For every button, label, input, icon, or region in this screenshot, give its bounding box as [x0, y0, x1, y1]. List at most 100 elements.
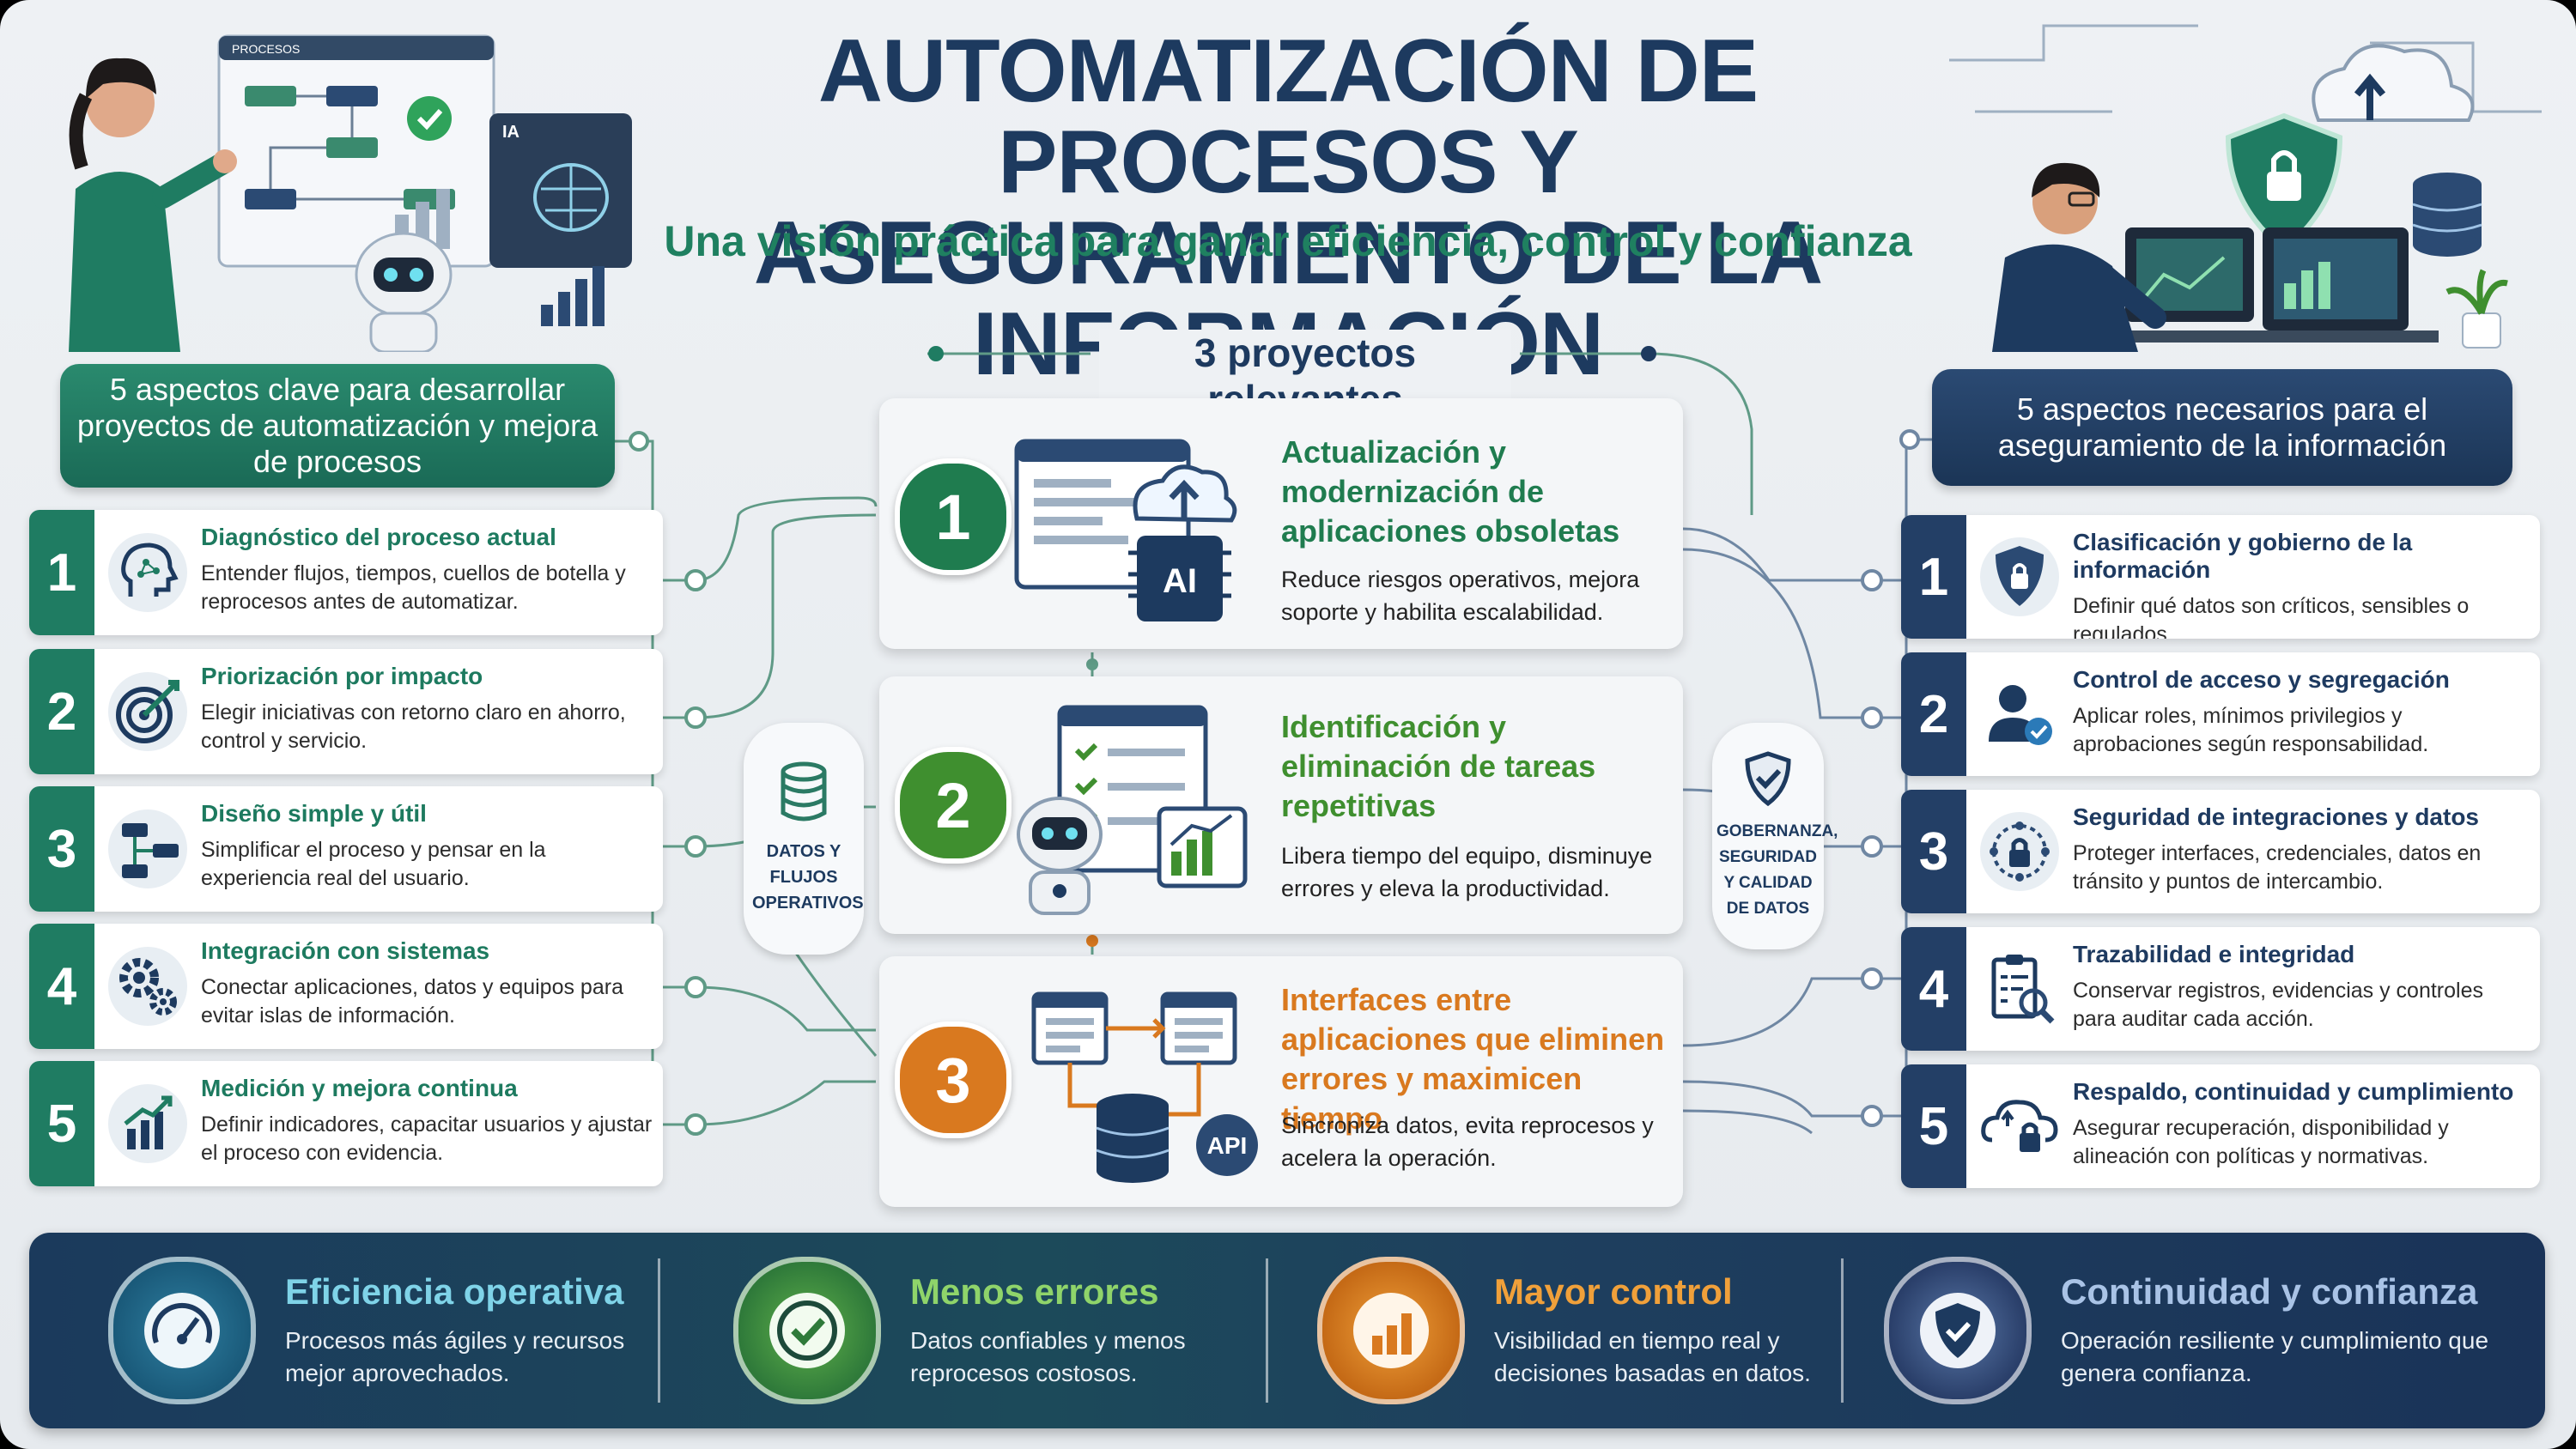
benefit-description: Procesos más ágiles y recursos mejor apr…	[285, 1327, 625, 1386]
item-title: Control de acceso y segregación	[2073, 666, 2450, 693]
bar-chart-icon	[1317, 1257, 1465, 1404]
item-title: Priorización por impacto	[201, 663, 483, 689]
bar-chart-icon	[94, 1061, 201, 1186]
database-icon	[781, 761, 827, 822]
item-description: Entender flujos, tiempos, cuellos de bot…	[201, 561, 626, 614]
ai-chip-label: AI	[1163, 562, 1197, 600]
item-title: Respaldo, continuidad y cumplimiento	[2073, 1078, 2514, 1105]
project-card-1: 1 AI Actualización y modernización de ap…	[879, 398, 1683, 649]
item-title: Medición y mejora continua	[201, 1075, 518, 1101]
head-network-icon	[94, 510, 201, 635]
clipboard-search-icon	[1966, 927, 2073, 1051]
data-flows-pill: DATOS Y FLUJOS OPERATIVOS	[744, 723, 864, 955]
list-item: 4 Integración con sistemas Conectar apli…	[29, 924, 663, 1049]
project-card-2: 2 Identificación y eliminación de tareas…	[879, 676, 1683, 934]
list-item: 3 Diseño simple y útil Simplificar el pr…	[29, 786, 663, 912]
project-description: Reduce riesgos operativos, mejora soport…	[1281, 567, 1640, 625]
list-item: 5 Respaldo, continuidad y cumplimiento A…	[1901, 1064, 2540, 1188]
robot-checklist-icon	[1017, 705, 1248, 915]
benefit-description: Datos confiables y menos reprocesos cost…	[910, 1327, 1186, 1386]
benefit-efficiency: Eficiencia operativa Procesos más ágiles…	[108, 1233, 649, 1428]
project-title: Actualización y modernización de aplicac…	[1281, 434, 1620, 549]
pill-label: GOBERNANZA, SEGURIDAD Y CALIDAD DE DATOS	[1716, 822, 1838, 918]
process-presenter-illustration: PROCESOS IA	[69, 34, 632, 352]
target-icon	[94, 649, 201, 774]
list-item: 2 Priorización por impacto Elegir inicia…	[29, 649, 663, 774]
flowchart-icon	[94, 786, 201, 912]
title-line-1: AUTOMATIZACIÓN DE PROCESOS Y	[817, 21, 1759, 212]
left-section-header: 5 aspectos clave para desarrollar proyec…	[60, 364, 615, 488]
speedometer-icon	[108, 1257, 256, 1404]
item-title: Diagnóstico del proceso actual	[201, 524, 556, 550]
footer-divider	[658, 1258, 660, 1403]
project-title: Interfaces entre aplicaciones que elimin…	[1281, 982, 1665, 1136]
item-number: 1	[29, 510, 94, 635]
app-upgrade-icon: AI	[1014, 439, 1237, 621]
ia-label: IA	[502, 123, 519, 142]
list-item: 3 Seguridad de integraciones y datos Pro…	[1901, 790, 2540, 913]
check-circle-icon	[733, 1257, 881, 1404]
project-number: 2	[895, 747, 1012, 864]
item-number: 3	[29, 786, 94, 912]
item-description: Simplificar el proceso y pensar en la ex…	[201, 838, 546, 890]
item-title: Integración con sistemas	[201, 937, 490, 964]
shield-check-icon	[1745, 751, 1791, 807]
security-analyst-illustration	[1949, 24, 2542, 352]
project-card-3: 3 API Interfaces entre aplicaciones que …	[879, 956, 1683, 1207]
item-title: Trazabilidad e integridad	[2073, 941, 2355, 967]
shield-check-icon	[1884, 1257, 2032, 1404]
footer-divider	[1841, 1258, 1844, 1403]
item-description: Asegurar recuperación, disponibilidad y …	[2073, 1116, 2449, 1168]
footer-divider	[1266, 1258, 1268, 1403]
item-description: Elegir iniciativas con retorno claro en …	[201, 700, 626, 753]
project-number: 3	[895, 1022, 1012, 1138]
lock-network-icon	[1966, 790, 2073, 913]
item-number: 1	[1901, 515, 1966, 639]
benefit-title: Eficiencia operativa	[285, 1271, 624, 1312]
benefit-title: Continuidad y confianza	[2061, 1271, 2478, 1312]
page-subtitle: Una visión práctica para ganar eficienci…	[664, 217, 1912, 265]
item-description: Definir indicadores, capacitar usuarios …	[201, 1113, 653, 1165]
list-item: 5 Medición y mejora continua Definir ind…	[29, 1061, 663, 1186]
item-number: 3	[1901, 790, 1966, 913]
item-description: Conservar registros, evidencias y contro…	[2073, 979, 2483, 1031]
item-title: Seguridad de integraciones y datos	[2073, 803, 2480, 830]
item-number: 2	[29, 649, 94, 774]
item-description: Proteger interfaces, credenciales, datos…	[2073, 841, 2482, 894]
right-section-header: 5 aspectos necesarios para el aseguramie…	[1932, 369, 2512, 486]
project-title: Identificación y eliminación de tareas r…	[1281, 709, 1596, 823]
benefit-title: Menos errores	[910, 1271, 1159, 1312]
benefit-continuity: Continuidad y confianza Operación resili…	[1884, 1233, 2519, 1428]
item-number: 4	[29, 924, 94, 1049]
list-item: 2 Control de acceso y segregación Aplica…	[1901, 652, 2540, 776]
item-description: Conectar aplicaciones, datos y equipos p…	[201, 975, 623, 1028]
gears-icon	[94, 924, 201, 1049]
item-description: Definir qué datos son críticos, sensible…	[2073, 594, 2470, 639]
pill-label: DATOS Y FLUJOS OPERATIVOS	[752, 842, 864, 912]
project-description: Sincroniza datos, evita reprocesos y ace…	[1281, 1113, 1654, 1171]
item-description: Aplicar roles, mínimos privilegios y apr…	[2073, 704, 2429, 756]
benefit-control: Mayor control Visibilidad en tiempo real…	[1317, 1233, 1832, 1428]
benefit-description: Visibilidad en tiempo real y decisiones …	[1494, 1327, 1811, 1386]
list-item: 4 Trazabilidad e integridad Conservar re…	[1901, 927, 2540, 1051]
benefit-fewer-errors: Menos errores Datos confiables y menos r…	[733, 1233, 1257, 1428]
app-integration-icon: API	[1031, 991, 1258, 1183]
item-number: 5	[29, 1061, 94, 1186]
benefit-title: Mayor control	[1494, 1271, 1733, 1312]
benefits-footer: Eficiencia operativa Procesos más ágiles…	[29, 1233, 2545, 1428]
item-number: 2	[1901, 652, 1966, 776]
item-number: 5	[1901, 1064, 1966, 1188]
shield-lock-icon	[1966, 515, 2073, 639]
screen-label: PROCESOS	[232, 42, 300, 56]
user-check-icon	[1966, 652, 2073, 776]
item-title: Clasificación y gobierno de la informaci…	[2073, 529, 2413, 583]
governance-pill: GOBERNANZA, SEGURIDAD Y CALIDAD DE DATOS	[1712, 723, 1838, 949]
project-number: 1	[895, 458, 1012, 575]
project-description: Libera tiempo del equipo, disminuye erro…	[1281, 843, 1653, 901]
list-item: 1 Clasificación y gobierno de la informa…	[1901, 515, 2540, 639]
benefit-description: Operación resiliente y cumplimiento que …	[2061, 1327, 2489, 1386]
api-badge-label: API	[1207, 1132, 1248, 1159]
item-number: 4	[1901, 927, 1966, 1051]
cloud-lock-icon	[1966, 1064, 2073, 1188]
